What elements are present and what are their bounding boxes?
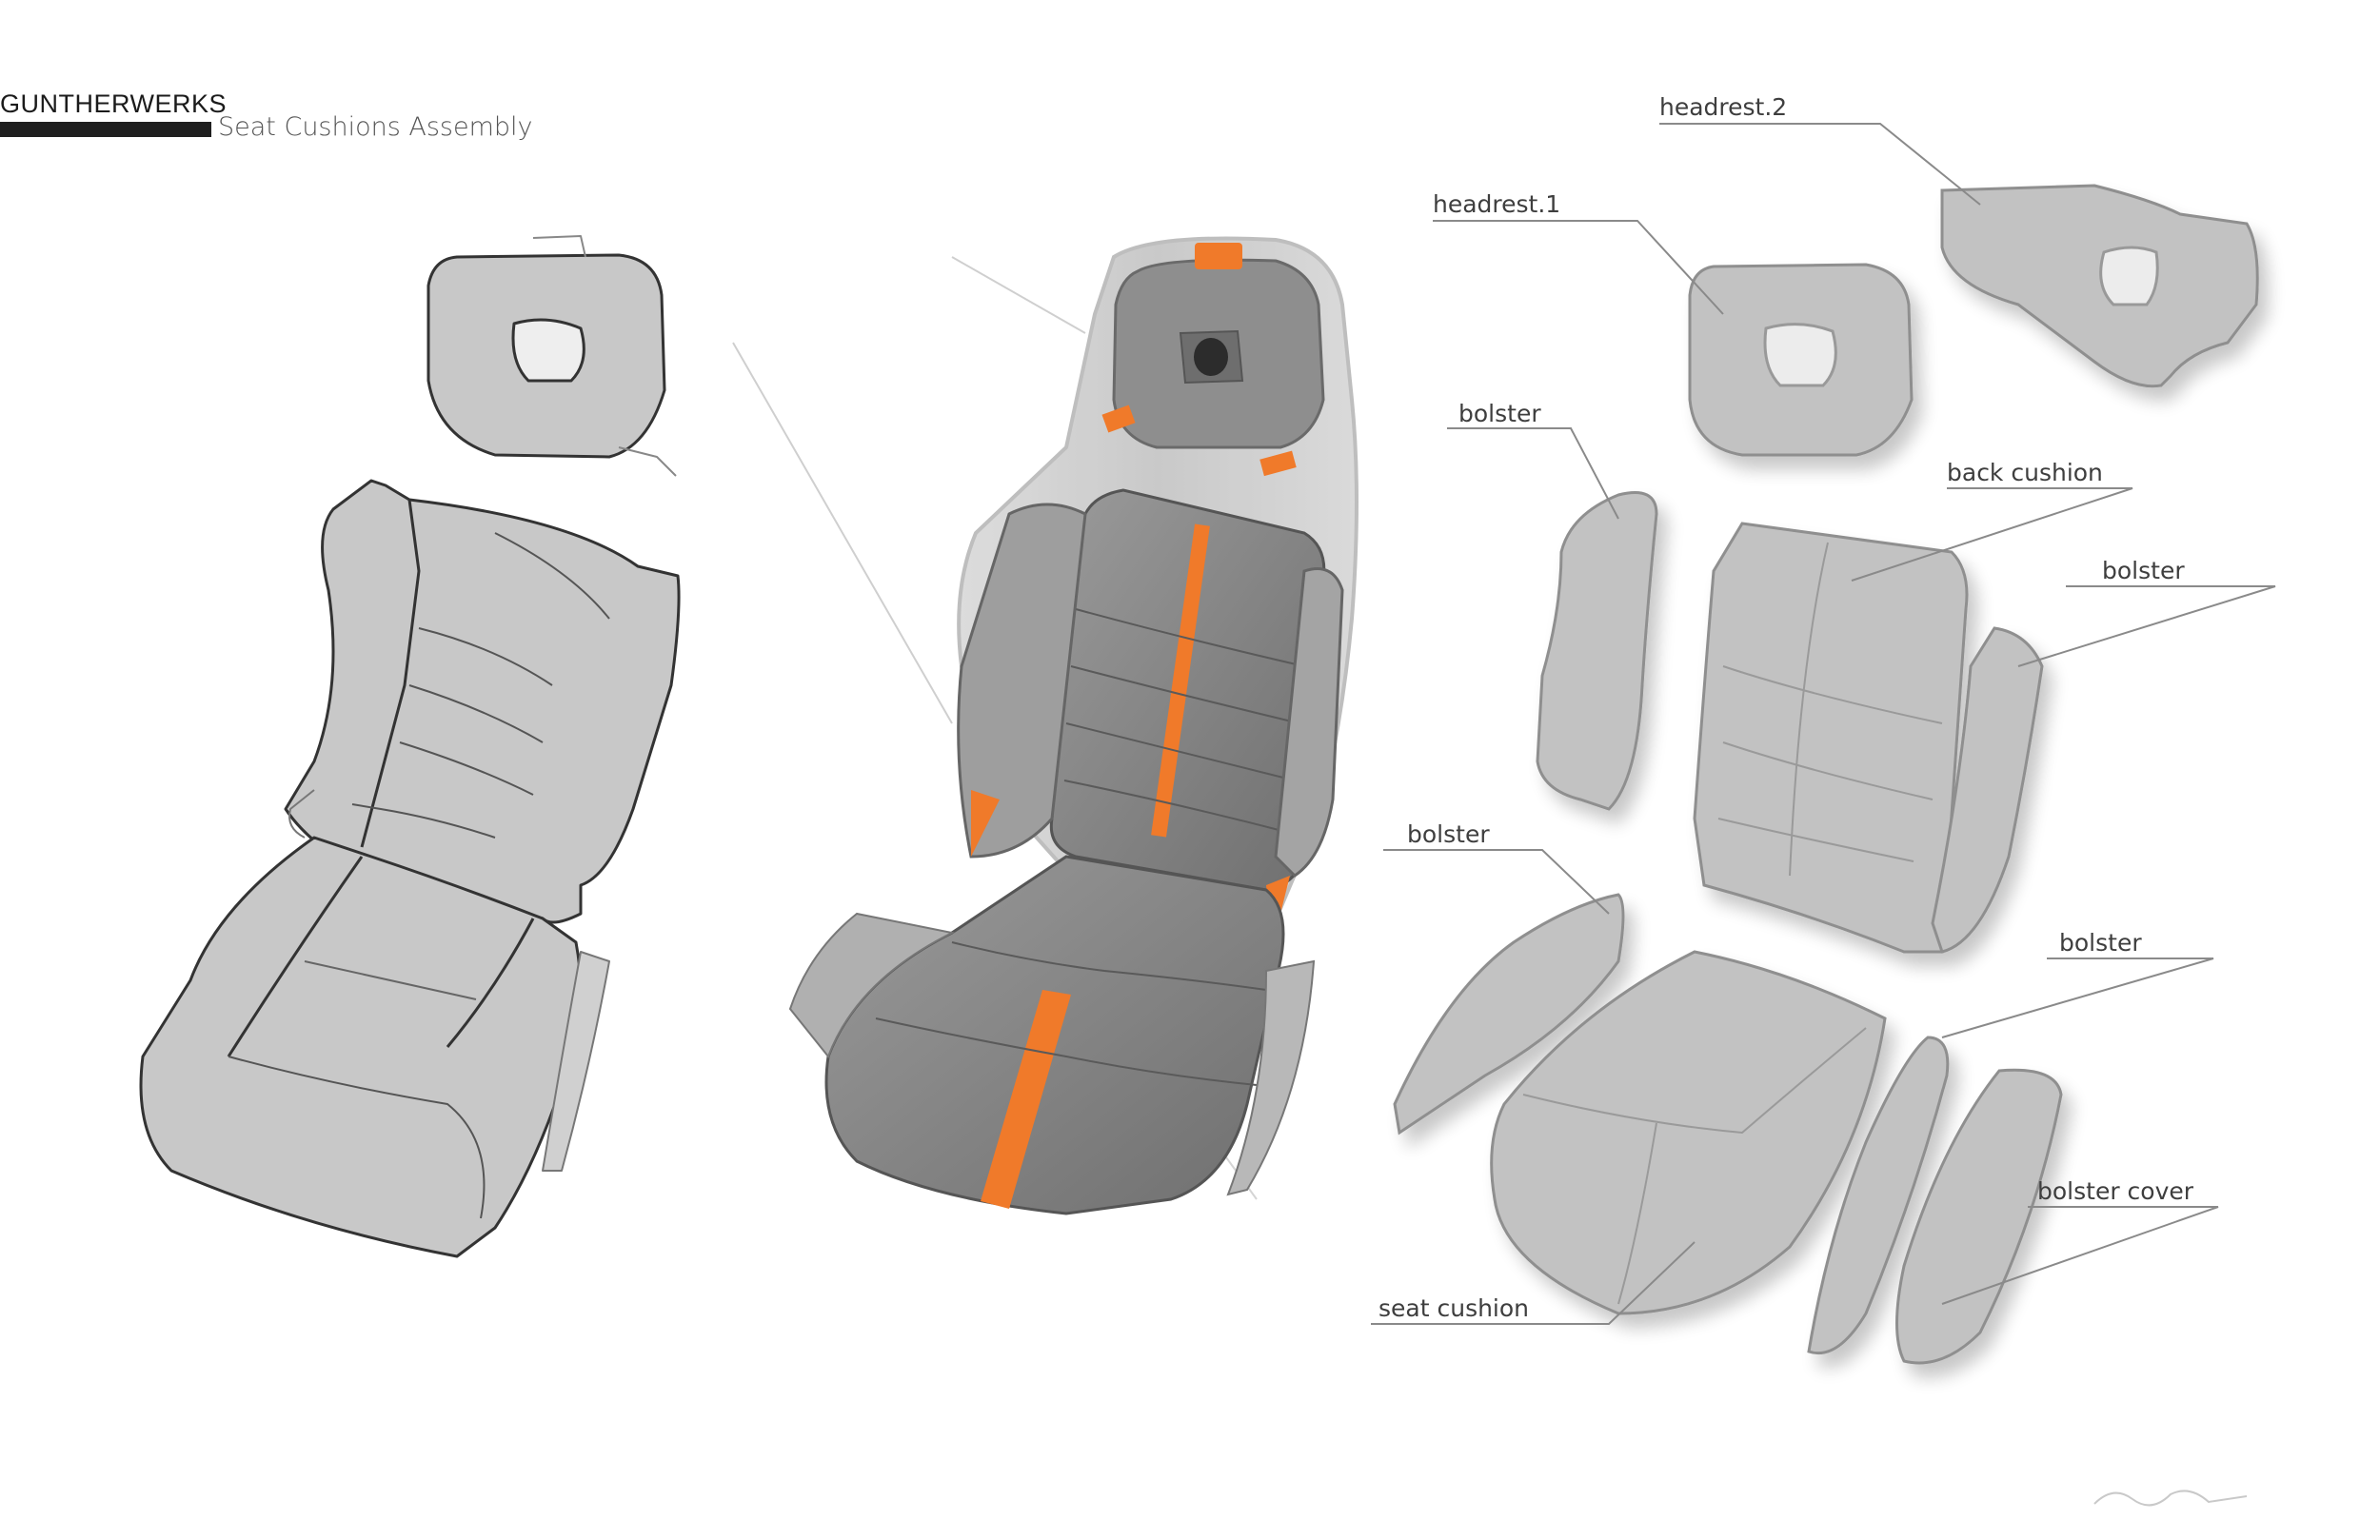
- brand-wordmark: GUNTHERWERKS: [0, 89, 228, 118]
- leader-lines: [1371, 123, 2276, 1325]
- part-bolster-lower-right: [1807, 1036, 1950, 1355]
- sheet-title: Seat Cushions Assembly: [218, 112, 533, 142]
- callout-bolster-upper-right: bolster: [2102, 557, 2185, 584]
- callout-back-cushion: back cushion: [1947, 459, 2103, 486]
- exploded-parts: [1393, 184, 2259, 1365]
- assembly-line-drawing: [139, 235, 681, 1258]
- part-bolster-upper-left: [1536, 491, 1658, 811]
- part-bolster-lower-left: [1393, 893, 1625, 1135]
- rendered-seat: [732, 236, 1359, 1215]
- callout-bolster-upper-left: bolster: [1458, 400, 1541, 427]
- part-bolster-cover: [1895, 1068, 2063, 1365]
- headrest-hole: [511, 318, 585, 383]
- part-back-cushion: [1693, 522, 1969, 954]
- callout-bolster-cover: bolster cover: [2037, 1177, 2194, 1205]
- callout-headrest-1: headrest.1: [1433, 190, 1561, 218]
- artist-signature: [2093, 1490, 2248, 1507]
- part-headrest-2: [1940, 184, 2259, 388]
- callout-bolster-lower-right: bolster: [2059, 929, 2142, 957]
- crest-emblem-icon: [1194, 338, 1228, 376]
- part-seat-cushion: [1490, 950, 1887, 1315]
- brand-underline-bar: [0, 122, 211, 137]
- callout-seat-cushion: seat cushion: [1378, 1294, 1530, 1322]
- callout-bolster-lower-left: bolster: [1407, 820, 1490, 848]
- part-bolster-upper-right: [1931, 626, 2044, 954]
- callout-headrest-2: headrest.2: [1659, 93, 1788, 121]
- back-cushion-outline: [284, 479, 681, 924]
